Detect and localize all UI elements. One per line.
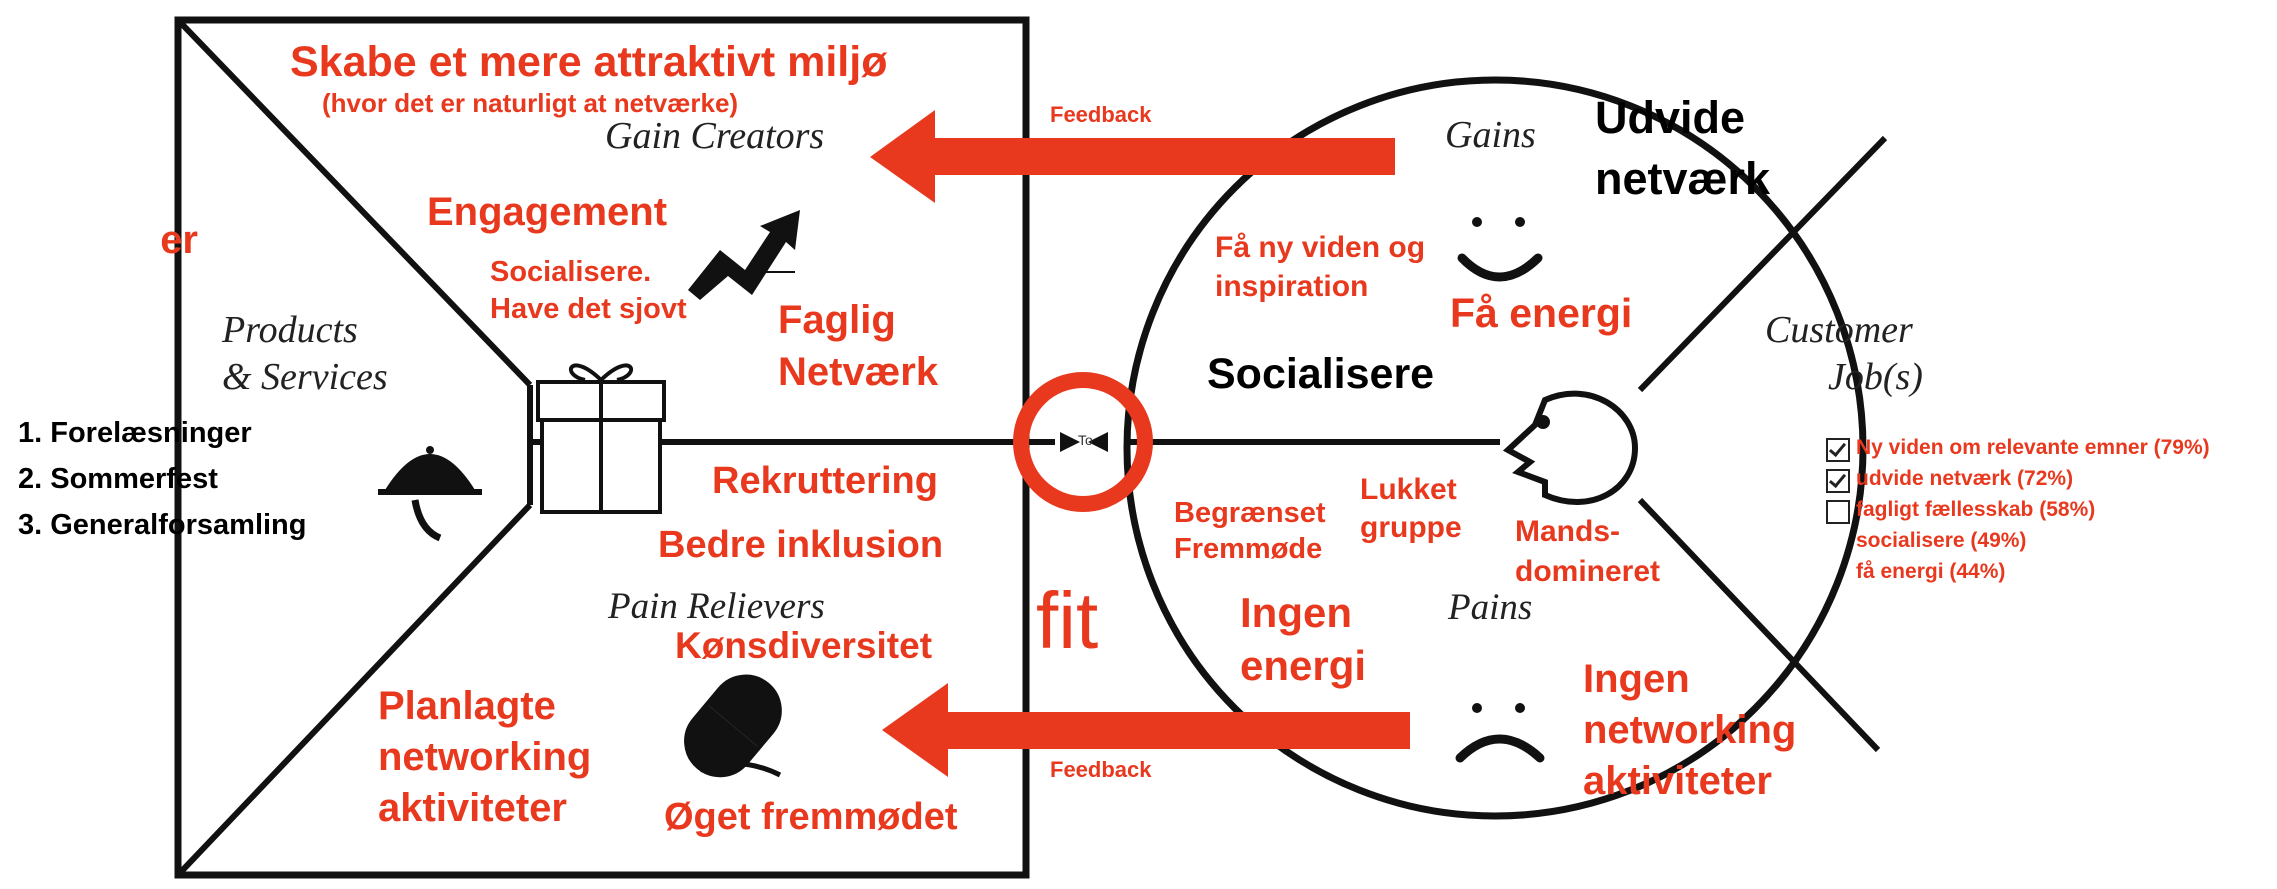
pain-reliever-networking: networking bbox=[378, 735, 592, 779]
gain-creators-title: Skabe et mere attraktivt miljø bbox=[290, 38, 888, 86]
chart-arrow-icon bbox=[688, 210, 800, 300]
gains-label: Gains bbox=[1445, 114, 1536, 156]
product-item-2: 2. Sommerfest bbox=[18, 463, 218, 495]
pain-relievers-label: Pain Relievers bbox=[608, 586, 825, 627]
tiny-marker: To bbox=[1078, 432, 1093, 448]
pain-networking: networking bbox=[1583, 708, 1797, 752]
cloche-icon bbox=[378, 446, 482, 542]
pain-domineret: domineret bbox=[1515, 555, 1661, 588]
gain-socialisere: Socialisere bbox=[1207, 350, 1435, 398]
checkbox-unchecked[interactable] bbox=[1826, 500, 1850, 524]
feedback-top-label: Feedback bbox=[1050, 102, 1152, 127]
survey-row: få energi (44%) bbox=[1822, 556, 2210, 587]
feedback-arrow-icon bbox=[870, 110, 1410, 777]
gain-creator-faglig: Faglig bbox=[778, 298, 896, 342]
survey-row: fagligt fællesskab (58%) bbox=[1822, 494, 2210, 525]
fit-label: fit bbox=[1036, 576, 1099, 665]
gain-energi: Få energi bbox=[1450, 290, 1633, 336]
survey-text: få energi (44%) bbox=[1856, 560, 2006, 583]
pain-reliever-aktiviteter: aktiviteter bbox=[378, 786, 567, 830]
product-item-3: 3. Generalforsamling bbox=[18, 509, 307, 541]
products-label-line1: Products bbox=[222, 309, 358, 351]
gain-creator-socialisere: Socialisere. bbox=[490, 256, 652, 288]
gift-icon bbox=[536, 363, 666, 514]
customer-jobs-label-line1: Customer bbox=[1765, 309, 1913, 351]
smile-icon bbox=[1457, 217, 1543, 282]
pains-label: Pains bbox=[1448, 587, 1533, 628]
face-profile-icon bbox=[1502, 390, 1639, 505]
product-item-1: 1. Forelæsninger bbox=[18, 417, 252, 449]
pain-reliever-rekruttering: Rekruttering bbox=[712, 460, 938, 502]
pain-ingen-1: Ingen bbox=[1240, 589, 1352, 636]
gain-ny-viden: Få ny viden og bbox=[1215, 231, 1426, 264]
customer-jobs-label-line2: Job(s) bbox=[1828, 356, 1923, 398]
gain-creator-sjovt: Have det sjovt bbox=[490, 293, 687, 325]
customer-jobs-survey: Ny viden om relevante emner (79%) udvide… bbox=[1822, 432, 2210, 587]
survey-row: Ny viden om relevante emner (79%) bbox=[1822, 432, 2210, 463]
pain-lukket: Lukket bbox=[1360, 473, 1457, 506]
products-label-line2: & Services bbox=[222, 356, 388, 398]
gain-creator-netvaerk: Netværk bbox=[778, 350, 939, 394]
pain-fremmode: Fremmøde bbox=[1174, 533, 1323, 565]
gain-creator-engagement: Engagement bbox=[427, 190, 668, 234]
pill-icon bbox=[684, 674, 782, 778]
feedback-bottom-label: Feedback bbox=[1050, 757, 1152, 782]
cut-off-text: er bbox=[160, 218, 198, 262]
checkbox-checked[interactable] bbox=[1826, 438, 1850, 462]
survey-text: Ny viden om relevante emner (79%) bbox=[1856, 436, 2210, 459]
gain-inspiration: inspiration bbox=[1215, 270, 1369, 303]
pain-reliever-inklusion: Bedre inklusion bbox=[658, 524, 944, 566]
survey-text: socialisere (49%) bbox=[1856, 529, 2027, 552]
pain-reliever-fremmode: Øget fremmødet bbox=[664, 796, 958, 838]
survey-text: udvide netværk (72%) bbox=[1856, 467, 2074, 490]
pain-energi: energi bbox=[1240, 642, 1367, 689]
survey-text: fagligt fællesskab (58%) bbox=[1856, 498, 2096, 521]
checkbox-checked[interactable] bbox=[1826, 469, 1850, 493]
gain-creators-label: Gain Creators bbox=[605, 115, 825, 157]
pain-reliever-konsdiversitet: Kønsdiversitet bbox=[675, 625, 933, 666]
survey-row: udvide netværk (72%) bbox=[1822, 463, 2210, 494]
target-ring-icon bbox=[1013, 372, 1153, 512]
pain-aktiviteter: aktiviteter bbox=[1583, 759, 1772, 803]
survey-row: socialisere (49%) bbox=[1822, 525, 2210, 556]
pain-reliever-planlagte: Planlagte bbox=[378, 684, 556, 728]
customer-profile-circle bbox=[1123, 76, 1867, 820]
pain-begraenset: Begrænset bbox=[1174, 497, 1326, 529]
gain-netvaerk: netværk bbox=[1595, 153, 1771, 204]
pain-ingen-2: Ingen bbox=[1583, 657, 1690, 701]
pain-mands: Mands- bbox=[1515, 515, 1620, 548]
gain-creators-subtitle: (hvor det er naturligt at netværke) bbox=[322, 88, 739, 118]
frown-icon bbox=[1455, 703, 1545, 763]
gain-udvide: Udvide bbox=[1595, 92, 1746, 143]
pain-gruppe: gruppe bbox=[1360, 511, 1462, 544]
